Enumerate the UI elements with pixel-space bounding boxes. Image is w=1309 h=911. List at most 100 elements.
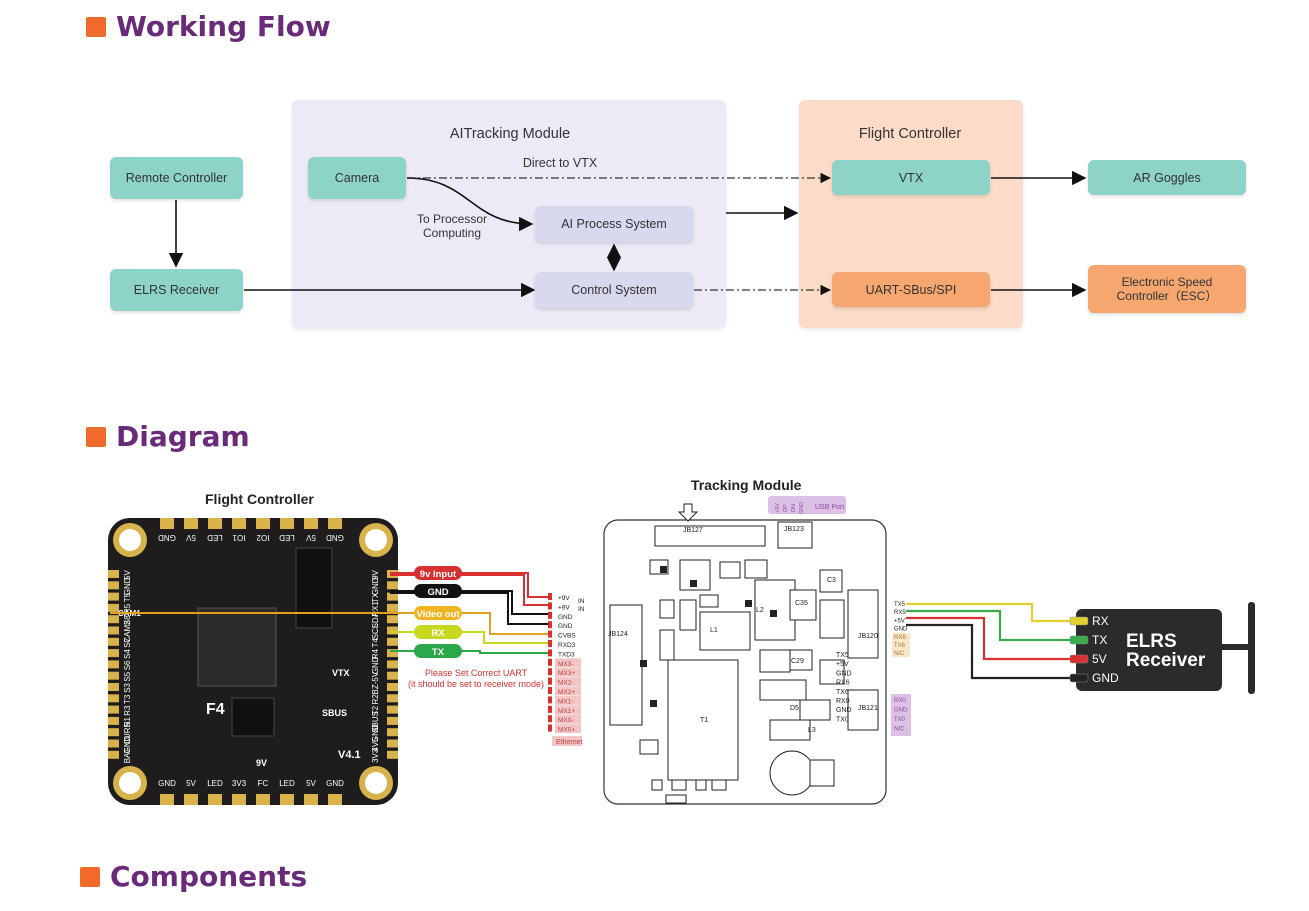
tm-ref-label: JB121 bbox=[858, 705, 878, 712]
wire-tag-label: 9v Input bbox=[420, 569, 457, 580]
tm-main-chip bbox=[667, 659, 739, 781]
section-square-icon bbox=[80, 866, 100, 887]
tm-component bbox=[679, 599, 697, 631]
tm-jb121-connector bbox=[847, 689, 879, 731]
tm-pin-pad bbox=[548, 640, 552, 647]
fc-pad bbox=[108, 649, 119, 658]
fc-pin-label: S3 bbox=[123, 683, 132, 693]
fc-pin-label: BZ- bbox=[371, 681, 380, 694]
tm-pin-bg bbox=[555, 677, 581, 687]
fc-pin-label: GND bbox=[371, 724, 380, 742]
fc-pin-label: GND bbox=[371, 577, 380, 595]
jb120-pin-bg bbox=[892, 649, 910, 658]
to-processor-label: To Processor Computing bbox=[416, 212, 488, 240]
fc-pad bbox=[160, 518, 174, 529]
tm-pad bbox=[660, 566, 667, 573]
tm-inner-pin-label: TX0 bbox=[836, 716, 849, 723]
fc-pin-label: GND bbox=[371, 656, 380, 674]
tm-pin-bg bbox=[555, 714, 581, 724]
tm-component bbox=[659, 599, 675, 619]
fc-pin-label: LED bbox=[279, 779, 295, 788]
tm-inner-pin-label: TX5 bbox=[836, 652, 849, 659]
fc-board: 5VGNDT5R5S8CAM2S7S4S6S5S3T3R3S1CURRGNDBA… bbox=[108, 518, 398, 805]
fc-pin-label: T5 bbox=[123, 592, 132, 602]
fc-pad bbox=[108, 603, 119, 612]
fc-pin-label: T3 bbox=[123, 694, 132, 704]
tm-pin-label: MX0+ bbox=[558, 727, 575, 734]
elrs-wires bbox=[906, 602, 1072, 680]
elrs-antenna-icon bbox=[1222, 602, 1255, 694]
jb120-pin-label: TX5 bbox=[894, 602, 906, 608]
fc-pin-label: 9V bbox=[371, 569, 380, 579]
wire-tag-label: GND bbox=[427, 587, 448, 598]
fc-pin-label: 4V5 bbox=[371, 737, 380, 752]
jb120-pin-bg bbox=[892, 641, 910, 649]
fc-pad bbox=[232, 518, 246, 529]
jb121-pin-label: GND bbox=[894, 708, 908, 714]
section-title-components: Components bbox=[80, 860, 307, 893]
fc-pad bbox=[108, 626, 119, 635]
tm-component bbox=[759, 679, 807, 701]
fc-pad bbox=[280, 794, 294, 805]
tm-pin-label: MX2- bbox=[558, 680, 574, 687]
jb120-pin-label: GND bbox=[894, 627, 908, 633]
fc-pin-label: S5 bbox=[123, 671, 132, 681]
fc-pad bbox=[108, 739, 119, 748]
fc-pad bbox=[108, 705, 119, 714]
fc-pin-label: CAM2 bbox=[123, 620, 132, 643]
tm-usb-connector bbox=[777, 521, 813, 549]
control-system-box: Control System bbox=[535, 272, 693, 308]
tm-pin-pad bbox=[548, 621, 552, 629]
wire-tag bbox=[414, 606, 462, 620]
fc-pad bbox=[256, 794, 270, 805]
tm-pin-pad bbox=[548, 649, 552, 657]
tm-pin-pad bbox=[548, 677, 552, 685]
fc-pin-label: CURR bbox=[123, 721, 132, 744]
usb-pin-label: +5V bbox=[775, 503, 781, 513]
tm-pad bbox=[690, 580, 697, 587]
tm-jb120-connector bbox=[847, 589, 879, 659]
fc-pin-label: BAT bbox=[123, 748, 132, 763]
fc-pad bbox=[387, 671, 398, 680]
tm-component bbox=[769, 719, 811, 741]
fc-pin-label: S4 bbox=[123, 649, 132, 659]
fc-pin-label: S8 bbox=[123, 615, 132, 625]
fc-pad bbox=[108, 683, 119, 691]
tm-component bbox=[699, 594, 719, 608]
fc-pad bbox=[304, 794, 318, 805]
jb120-pin-label: RX6 bbox=[894, 635, 906, 641]
tm-pin-pad bbox=[548, 658, 552, 666]
tm-left-connector bbox=[609, 604, 643, 726]
fc-pad bbox=[387, 637, 398, 646]
tm-pin-pad bbox=[548, 705, 552, 713]
tm-pin-label: GND bbox=[558, 623, 573, 630]
tm-pin-label: MX3+ bbox=[558, 670, 575, 677]
section-title-diagram: Diagram bbox=[86, 420, 250, 453]
fc-pin-label: LED bbox=[279, 533, 295, 542]
usb-port-label: USB Port bbox=[815, 504, 844, 511]
fc-pad bbox=[108, 671, 119, 680]
fc-pad bbox=[387, 603, 398, 612]
tm-pin-label: RXD3 bbox=[558, 642, 576, 649]
fc-pin-label: GND bbox=[123, 735, 132, 753]
remote-controller-box: Remote Controller bbox=[110, 157, 243, 199]
fc-pad bbox=[108, 694, 119, 703]
fc-pad bbox=[387, 660, 398, 669]
wire-tag-label: Video out bbox=[416, 609, 460, 620]
tm-pin-pad bbox=[548, 611, 552, 619]
uart-note: Please Set Correct UART (it should be se… bbox=[407, 668, 545, 689]
fc-pin-label: SCL bbox=[371, 623, 380, 639]
tm-diagram-label: Tracking Module bbox=[691, 477, 802, 493]
fc-pin-label: R4 bbox=[371, 648, 380, 659]
fc-pad bbox=[387, 626, 398, 635]
fc-chip-label: F4 bbox=[206, 701, 225, 718]
elrs-title-text: ELRS bbox=[1126, 631, 1177, 652]
tm-ref-label: JB124 bbox=[608, 631, 628, 638]
fc-pin-label: GND bbox=[158, 779, 176, 788]
fc-chip-label: VTX bbox=[332, 668, 350, 678]
fc-pad bbox=[387, 705, 398, 714]
elrs-body bbox=[1076, 609, 1222, 691]
fc-pin-label: SBUS bbox=[371, 711, 380, 733]
